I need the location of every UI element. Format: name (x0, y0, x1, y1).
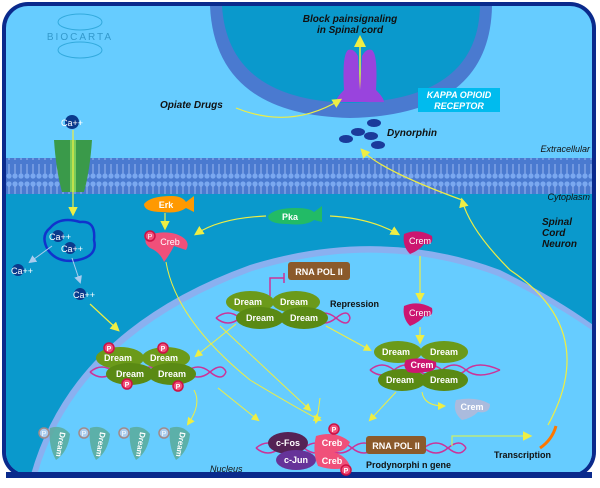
svg-text:Ca++: Ca++ (73, 290, 95, 300)
svg-text:Creb: Creb (322, 438, 343, 448)
spinal-label: Spinal (542, 217, 572, 228)
svg-text:Crem: Crem (460, 402, 483, 412)
svg-text:Dream: Dream (382, 347, 410, 357)
ca-ion-free-1: Ca++ (11, 264, 33, 276)
svg-text:Dream: Dream (116, 369, 144, 379)
svg-text:Dream: Dream (430, 347, 458, 357)
ca-ion-store-2: Ca++ (61, 242, 83, 254)
dream-monomer-3: P Dream (118, 426, 150, 460)
svg-text:c-Jun: c-Jun (284, 455, 308, 465)
dream-monomer-2: P Dream (78, 426, 110, 460)
svg-text:Crem: Crem (410, 360, 433, 370)
kappa-opioid-receptor (336, 49, 384, 102)
svg-text:Pka: Pka (282, 212, 299, 222)
dream-tetramer-phosphorylated: Dream Dream Dream Dream P P P P (96, 342, 196, 392)
svg-text:P: P (344, 468, 349, 475)
svg-text:Crem: Crem (409, 308, 431, 318)
svg-text:P: P (176, 384, 181, 391)
svg-text:Dream: Dream (386, 375, 414, 385)
transcription-arrow (539, 425, 558, 450)
svg-text:RNA POL II: RNA POL II (295, 267, 343, 277)
cytoplasm-label: Cytoplasm (547, 192, 590, 202)
svg-text:P: P (125, 382, 130, 389)
ca-ion-free-2: Ca++ (73, 288, 95, 300)
biocarta-logo: BIOCARTA (47, 13, 113, 59)
svg-text:Dream: Dream (150, 353, 178, 363)
crem-released: Crem (454, 398, 490, 420)
svg-text:Dream: Dream (134, 431, 147, 457)
rna-pol-ii-repressed: RNA POL II (288, 262, 350, 280)
block-pain-label-1: Block painsignaling (303, 14, 397, 25)
dream-released-monomers: P Dream P Dream P Dream P Dream (38, 426, 190, 460)
dream-monomer-4: P Dream (158, 426, 190, 460)
svg-text:Ca++: Ca++ (61, 118, 83, 128)
svg-text:P: P (107, 346, 112, 353)
extracellular-label: Extracellular (540, 144, 591, 154)
cord-label: Cord (542, 228, 566, 239)
kappa-label-2: RECEPTOR (434, 101, 484, 111)
svg-text:Dream: Dream (290, 313, 318, 323)
svg-text:Dream: Dream (234, 297, 262, 307)
svg-text:Dream: Dream (94, 431, 107, 457)
svg-text:Ca++: Ca++ (61, 244, 83, 254)
ca-ion-extracellular: Ca++ (61, 115, 83, 129)
svg-text:P: P (161, 346, 166, 353)
block-pain-label-2: in Spinal cord (317, 25, 384, 36)
svg-text:P: P (122, 431, 127, 438)
crem-cytoplasmic: Crem (403, 231, 433, 254)
nucleus-region (36, 252, 592, 474)
kappa-label-box (418, 88, 500, 112)
calcium-store (43, 218, 96, 263)
svg-text:Erk: Erk (159, 200, 175, 210)
svg-text:Dream: Dream (104, 353, 132, 363)
svg-text:Dream: Dream (280, 297, 308, 307)
svg-text:c-Fos: c-Fos (276, 438, 300, 448)
transcription-label: Transcription (494, 450, 551, 460)
dream-monomer-1: P Dream (38, 426, 70, 460)
cfos-cjun-creb-complex: c-Fos c-Jun Creb Creb P P (268, 423, 352, 476)
svg-text:P: P (42, 431, 47, 438)
creb-phosphorylated: P Creb (144, 230, 188, 262)
svg-text:P: P (162, 431, 167, 438)
prodynorphin-gene-label: Prodynorphi n gene (366, 460, 451, 470)
kappa-label-1: KAPPA OPIOID (427, 90, 492, 100)
dynorphin-label: Dynorphin (387, 128, 437, 139)
svg-text:P: P (148, 234, 153, 241)
logo-text: BIOCARTA (47, 32, 113, 43)
neuron-label: Neuron (542, 239, 577, 250)
svg-text:Creb: Creb (160, 237, 180, 247)
nucleus-label: Nucleus (210, 464, 243, 474)
dream-crem-complex: Dream Dream Dream Dream Crem (374, 341, 468, 391)
svg-text:Dream: Dream (246, 313, 274, 323)
rna-pol-ii-active: RNA POL II (366, 436, 426, 454)
opiate-drugs-label: Opiate Drugs (160, 100, 223, 111)
erk-kinase: Erk (144, 196, 194, 213)
crem-nuclear: Crem (403, 303, 433, 326)
svg-text:P: P (82, 431, 87, 438)
svg-text:Ca++: Ca++ (11, 266, 33, 276)
dream-tetramer-repression: Dream Dream Dream Dream (226, 291, 328, 329)
svg-text:Dream: Dream (174, 431, 187, 457)
dynorphin-cluster (339, 119, 385, 149)
svg-text:Dream: Dream (430, 375, 458, 385)
svg-text:Dream: Dream (158, 369, 186, 379)
repression-label: Repression (330, 299, 379, 309)
svg-text:Crem: Crem (409, 236, 431, 246)
plasma-membrane (6, 158, 592, 194)
pka-kinase: Pka (268, 206, 322, 225)
svg-text:Dream: Dream (54, 431, 67, 457)
ca-ion-store-1: Ca++ (49, 230, 71, 242)
svg-text:Ca++: Ca++ (49, 232, 71, 242)
svg-text:Creb: Creb (322, 456, 343, 466)
svg-text:RNA POL II: RNA POL II (372, 441, 420, 451)
svg-text:P: P (332, 427, 337, 434)
